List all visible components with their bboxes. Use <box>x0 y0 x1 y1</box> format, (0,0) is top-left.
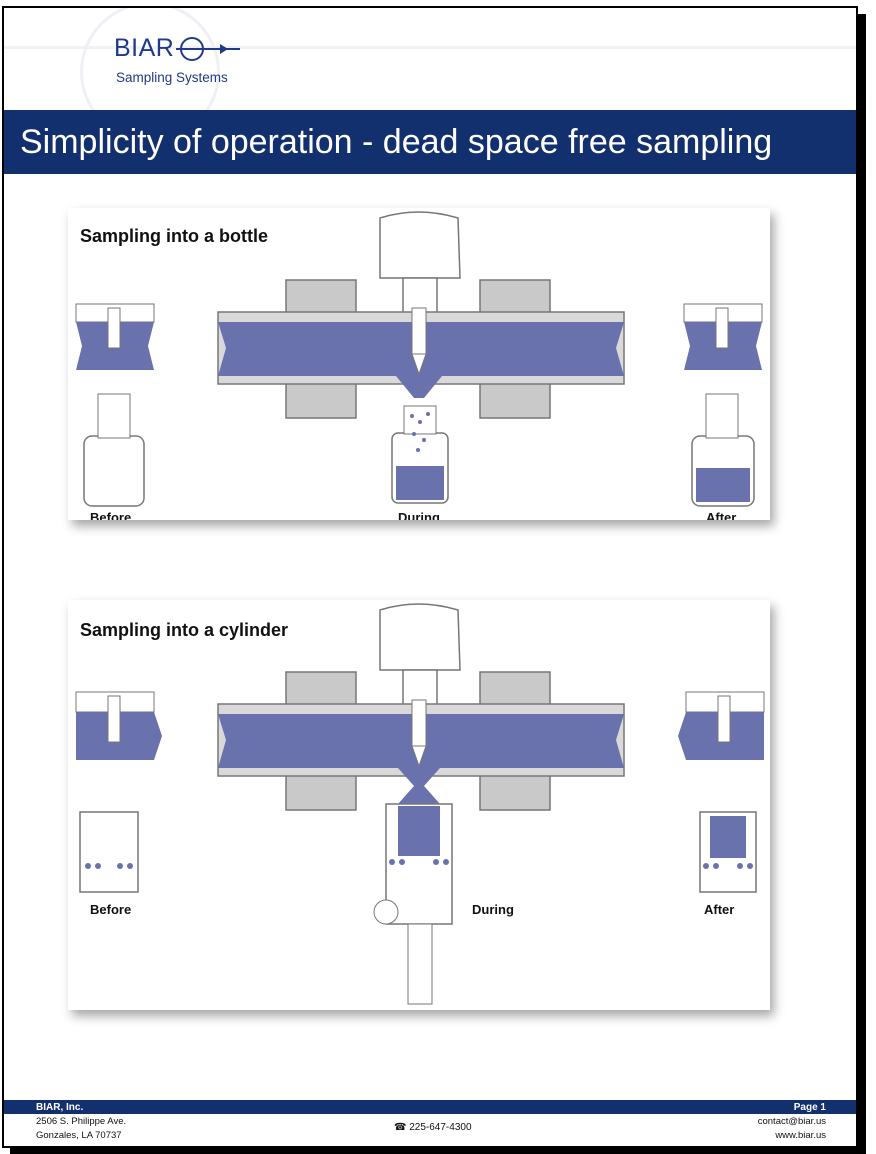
page-shadow-bottom <box>10 1148 866 1154</box>
footer-page-number: Page 1 <box>793 1102 826 1113</box>
company-logo: BIAR Sampling Systems <box>114 34 254 90</box>
bottle-diagram-panel: Sampling into a bottle <box>68 208 770 520</box>
bottle-sampling-diagram <box>75 211 763 507</box>
label-during: During <box>472 902 514 917</box>
footer-phone: ☎ 225-647-4300 <box>394 1122 472 1133</box>
label-during: During <box>398 510 440 520</box>
footer-phone-number: 225-647-4300 <box>409 1122 472 1133</box>
cylinder-sampling-diagram <box>75 603 765 1005</box>
footer-website-link[interactable]: www.biar.us <box>775 1130 826 1141</box>
panel-title: Sampling into a cylinder <box>80 620 289 640</box>
label-before: Before <box>90 902 132 917</box>
document-page: BIAR Sampling Systems Simplicity of oper… <box>2 6 858 1148</box>
label-before: Before <box>90 510 132 520</box>
page-shadow-right <box>858 14 866 1150</box>
footer-company: BIAR, Inc. <box>36 1102 84 1113</box>
cylinder-diagram-panel: Sampling into a cylinder <box>68 600 770 1010</box>
logo-wordmark: BIAR <box>114 34 175 62</box>
page-title: Simplicity of operation - dead space fre… <box>20 123 773 161</box>
logo-subtitle: Sampling Systems <box>116 70 228 85</box>
phone-icon: ☎ <box>394 1122 410 1133</box>
footer-address-line2: Gonzales, LA 70737 <box>36 1130 122 1141</box>
footer-address-line1: 2506 S. Philippe Ave. <box>36 1116 127 1127</box>
label-after: After <box>706 510 737 520</box>
footer-email-link[interactable]: contact@biar.us <box>757 1116 826 1127</box>
panel-title: Sampling into a bottle <box>80 226 268 246</box>
logo-arrow-icon <box>176 37 240 61</box>
label-after: After <box>704 902 735 917</box>
footer-band <box>4 1100 856 1114</box>
title-band: Simplicity of operation - dead space fre… <box>4 110 856 174</box>
header-watermark-line <box>4 46 856 49</box>
